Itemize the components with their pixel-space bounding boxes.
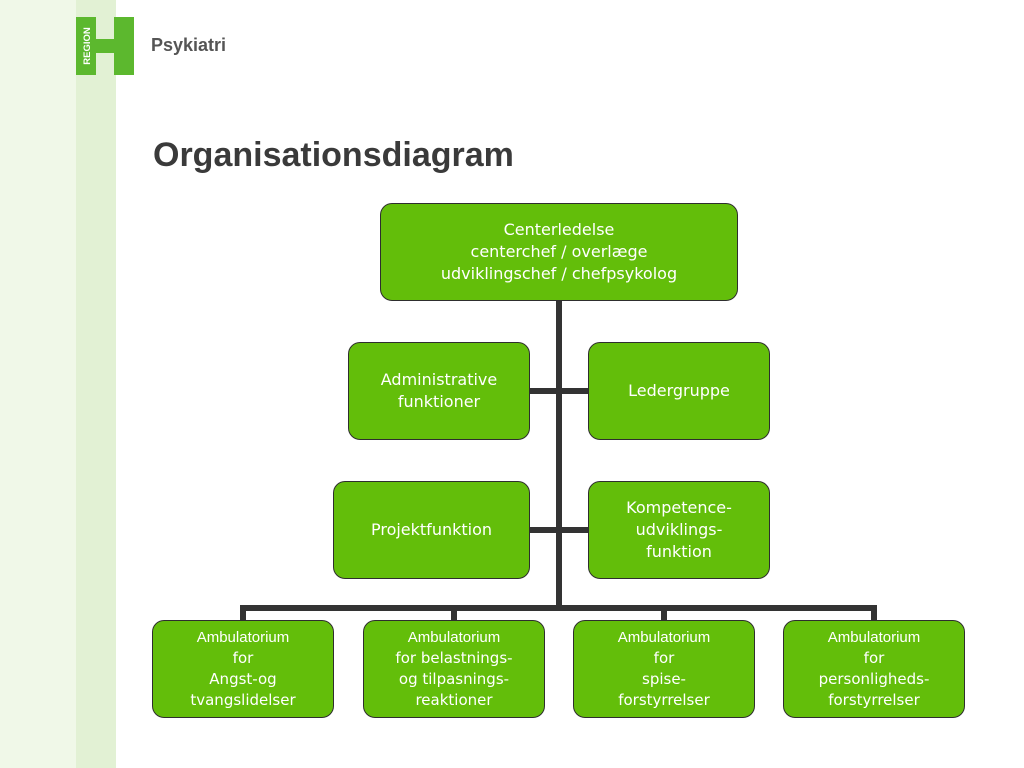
ambulatorium-angst-title: Ambulatorium: [196, 629, 290, 646]
kompetenceudvikling-box: Kompetence- udviklings- funktion: [588, 481, 770, 579]
page-title: Organisationsdiagram: [153, 136, 514, 174]
ambulatorium-angst-box: Ambulatorium for Angst-og tvangslidelser: [152, 620, 334, 718]
kompetenceudvikling-label: Kompetence- udviklings- funktion: [626, 498, 732, 561]
ambulatorium-spise-label: for spise- forstyrrelser: [618, 649, 710, 709]
ambulatorium-belastning-label: for belastnings- og tilpasnings- reaktio…: [395, 649, 513, 709]
centerledelse-box: Centerledelse centerchef / overlæge udvi…: [380, 203, 738, 301]
left-stripe-dark: [76, 0, 116, 768]
administrative-funktioner-box: Administrative funktioner: [348, 342, 530, 440]
ambulatorium-belastning-box: Ambulatorium for belastnings- og tilpasni…: [363, 620, 545, 718]
svg-text:REGION: REGION: [82, 27, 93, 65]
ambulatorium-personlighed-label: for personligheds- forstyrrelser: [818, 649, 930, 709]
ambulatorium-spise-title: Ambulatorium: [617, 629, 711, 646]
administrative-funktioner-label: Administrative funktioner: [380, 370, 498, 411]
ambulatorium-angst-label: for Angst-og tvangslidelser: [190, 649, 296, 709]
ambulatorium-belastning-title: Ambulatorium: [407, 629, 501, 646]
ledergruppe-box: Ledergruppe: [588, 342, 770, 440]
region-h-logo: REGION: [76, 17, 136, 75]
ambulatorium-personlighed-title: Ambulatorium: [827, 629, 921, 646]
ledergruppe-label: Ledergruppe: [628, 381, 730, 400]
ambulatorium-personlighed-box: Ambulatorium for personligheds- forstyrre…: [783, 620, 965, 718]
projektfunktion-box: Projektfunktion: [333, 481, 530, 579]
ambulatorium-spise-box: Ambulatorium for spise- forstyrrelser: [573, 620, 755, 718]
projektfunktion-label: Projektfunktion: [370, 520, 493, 539]
centerledelse-label: Centerledelse centerchef / overlæge udvi…: [440, 220, 678, 283]
left-stripe-light: [0, 0, 76, 768]
brand-name: Psykiatri: [151, 35, 227, 55]
